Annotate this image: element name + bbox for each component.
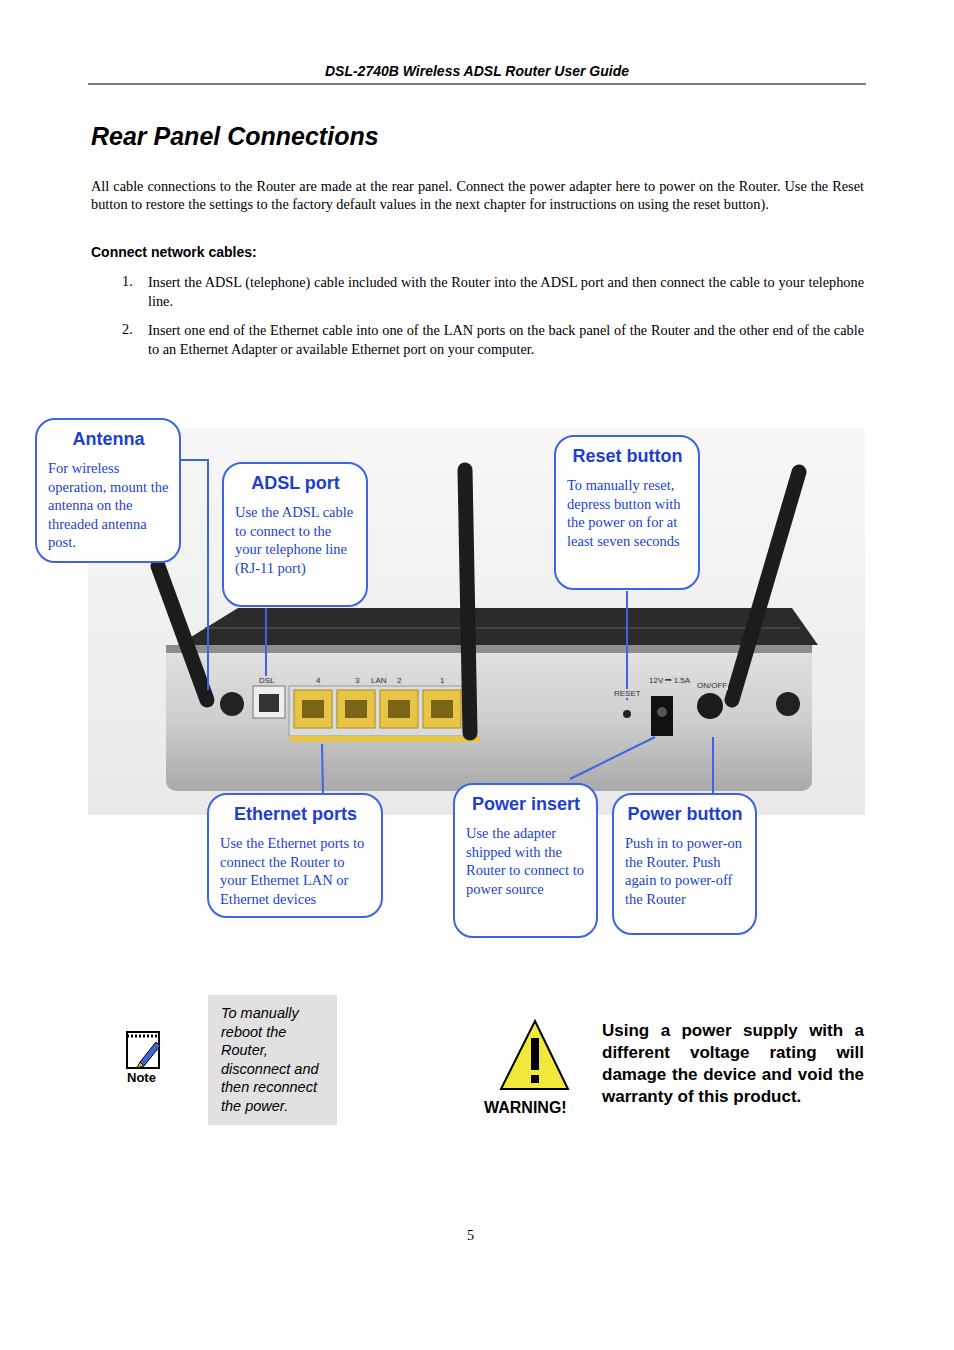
lan-port-hole (302, 700, 324, 718)
callout-box: Reset button To manually reset, depress b… (554, 435, 700, 590)
port-label: 3 (354, 676, 360, 685)
leader-line (570, 737, 655, 779)
router-top (178, 608, 818, 645)
note-icon (127, 1032, 160, 1068)
port-label: DSL (258, 676, 276, 685)
callout-body: Use the ADSL cable to connect to the you… (235, 503, 356, 577)
callout-heading: Reset button (567, 445, 688, 467)
callout-box: Power buttonPush in to power-on the Rout… (612, 793, 757, 935)
warning-label: WARNING! (484, 1099, 567, 1117)
callout-box: ADSL portUse the ADSL cable to connect t… (222, 462, 368, 607)
callout-body: Push in to power-on the Router. Push aga… (625, 834, 745, 908)
dsl-port (253, 686, 285, 718)
lan-port (423, 690, 461, 728)
antenna-post (776, 692, 800, 716)
page-number: 5 (467, 1228, 474, 1244)
note-label: Note (127, 1071, 156, 1086)
port-label: 4 (315, 676, 321, 685)
antenna (158, 566, 207, 700)
lan-port-hole (345, 700, 367, 718)
callout-box: Ethernet portsUse the Ethernet ports to … (207, 793, 383, 918)
router-rear-panel (166, 645, 812, 791)
callout-body: To manually reboot the Router, disconnec… (221, 1004, 327, 1115)
port-label: 1 (439, 676, 445, 685)
callout-heading: ADSL port (235, 472, 356, 494)
antenna (732, 472, 799, 700)
lan-port-hole (388, 700, 410, 718)
antenna (465, 470, 470, 733)
leader-line (322, 744, 323, 793)
leader-line (626, 591, 628, 700)
callout-body: Use the Ethernet ports to connect the Ro… (220, 834, 371, 908)
list-item: Insert the ADSL (telephone) cable includ… (148, 273, 864, 311)
dsl-port-hole (259, 694, 279, 712)
leader-line (265, 608, 267, 684)
router-seam (166, 645, 812, 653)
callout-heading: Ethernet ports (220, 803, 371, 825)
callout-body: For wireless operation, mount the antenn… (48, 459, 169, 552)
power-switch (697, 693, 723, 719)
port-label: RESET (613, 689, 642, 698)
callout-box: Power insertUse the adapter shipped with… (453, 783, 598, 938)
antenna-post (220, 692, 244, 716)
list-number: 1. (122, 273, 133, 289)
intro-paragraph: All cable connections to the Router are … (91, 177, 864, 213)
leader-line (712, 737, 714, 793)
port-label: LAN (370, 676, 388, 685)
lan-frame (289, 686, 465, 736)
lan-port (294, 690, 332, 728)
callout-body: Use the adapter shipped with the Router … (466, 824, 586, 898)
port-label: 12V ⎓ 1.5A (648, 676, 691, 685)
warning-triangle (501, 1021, 568, 1089)
warning-text: Using a power supply with a different vo… (602, 1020, 864, 1108)
power-jack-pin (657, 707, 667, 717)
callout-box: AntennaFor wireless operation, mount the… (35, 418, 181, 563)
running-header: DSL-2740B Wireless ADSL Router User Guid… (0, 63, 954, 79)
port-label: 2 (396, 676, 402, 685)
callout-heading: Antenna (48, 428, 169, 450)
leader-line (181, 460, 208, 690)
photo-ground (88, 428, 865, 815)
subheading: Connect network cables: (91, 244, 257, 260)
lan-strip (290, 736, 480, 742)
router-top-ridge (205, 627, 800, 629)
callout-heading: Power insert (466, 793, 586, 815)
lan-port (337, 690, 375, 728)
page-title: Rear Panel Connections (91, 122, 379, 151)
lan-port-hole (431, 700, 453, 718)
power-jack (651, 696, 673, 736)
lan-port (380, 690, 418, 728)
port-label: ON/OFF (696, 681, 728, 690)
callout-heading: Power button (625, 803, 745, 825)
header-rule (88, 84, 866, 85)
list-number: 2. (122, 321, 133, 337)
reset-hole (623, 710, 631, 718)
list-item: Insert one end of the Ethernet cable int… (148, 321, 864, 359)
note-box: To manually reboot the Router, disconnec… (208, 995, 337, 1125)
callout-body: To manually reset, depress button with t… (567, 476, 688, 550)
